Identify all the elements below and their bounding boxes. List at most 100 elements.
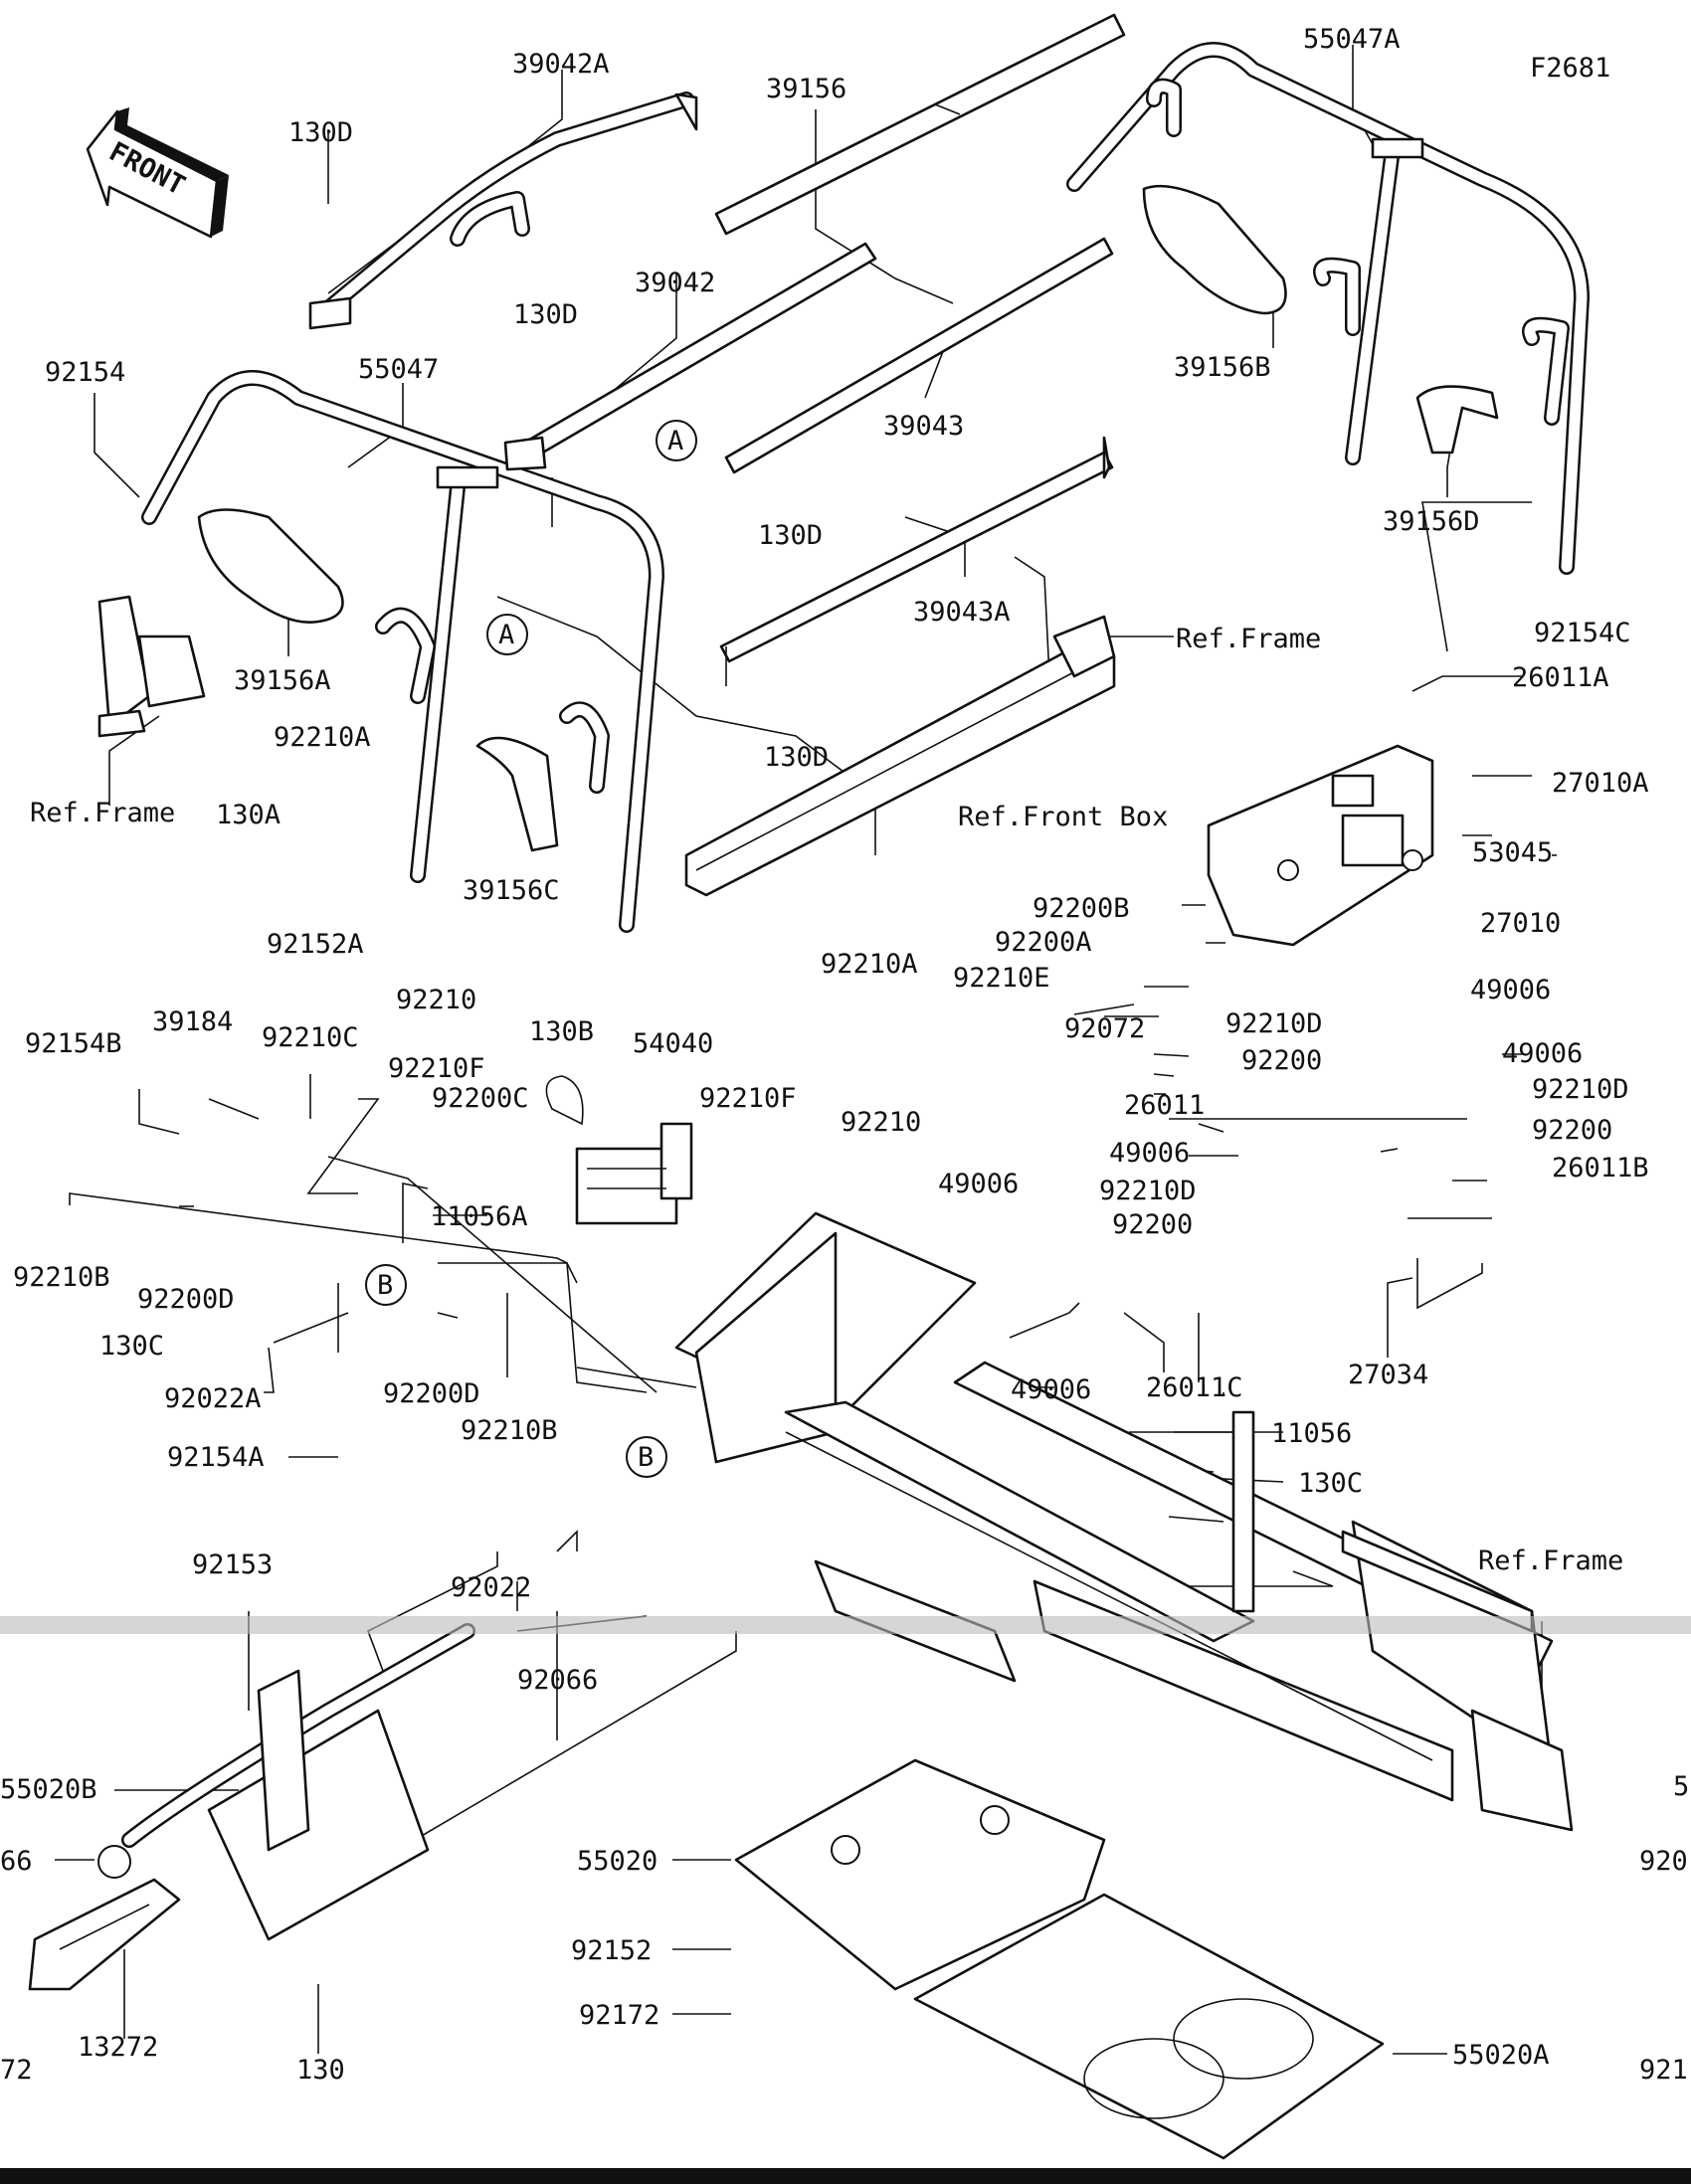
label-92066: 92066 [517,1665,598,1696]
label-27010A: 27010A [1552,768,1649,799]
label-92154B: 92154B [25,1028,122,1059]
label-92172: 92172 [579,2000,659,2031]
label-92153: 92153 [192,1549,273,1580]
label-ref-front-box: Ref.Front Box [958,802,1168,832]
label-92200: 92200 [1112,1209,1193,1240]
label-54040: 54040 [633,1028,713,1059]
label-92152A: 92152A [267,929,364,960]
label-49006: 49006 [1502,1038,1583,1069]
label-13272: 13272 [78,2032,158,2063]
label-92210D: 92210D [1225,1008,1323,1039]
figure-id: F2681 [1530,53,1610,84]
skid-plate-55020A [913,1893,1385,2160]
main-frame [674,1211,1574,1832]
roll-cage-top-39042A [308,91,698,330]
label-39156A: 39156A [234,665,331,696]
label-39156C: 39156C [463,875,560,906]
label-92152: 92152 [571,1935,652,1966]
svg-text:B: B [377,1270,393,1301]
label-39156: 39156 [766,74,846,104]
label-27010: 27010 [1480,908,1561,939]
label-92154: 92154 [45,357,125,388]
label-92210B: 92210B [13,1262,110,1293]
skid-plate-55020 [734,1758,1106,1991]
label-92200D: 92200D [137,1284,235,1315]
label-130D: 130D [288,117,353,148]
label-92154A: 92154A [167,1442,265,1473]
label-55047A: 55047A [1303,24,1401,55]
label-26011B: 26011B [1552,1153,1649,1183]
roll-cage-rear-55047A [1066,42,1590,575]
label-39043A: 39043A [913,597,1011,628]
front-arrow-icon: FRONT [86,107,229,239]
cross-bars [503,13,1126,686]
label-92210F: 92210F [699,1083,797,1114]
label-55047: 55047 [358,354,439,385]
label-ref-frame: Ref.Frame [1176,624,1321,654]
label-92072: 92072 [1064,1013,1145,1044]
label-49006: 49006 [1109,1138,1190,1169]
roll-cage-front-55047 [141,370,664,933]
label-92210A: 92210A [274,722,371,753]
label-92022: 92022 [451,1572,531,1603]
label-39156D: 39156D [1383,506,1480,537]
label-66: 66 [0,1846,33,1877]
label-92210E: 92210E [953,963,1050,994]
label-55020B: 55020B [0,1774,97,1805]
winch [545,1075,693,1225]
label-39042A: 39042A [512,49,610,80]
front-bumper [97,1623,475,1941]
label-92210F: 92210F [388,1053,485,1084]
label-92210D: 92210D [1099,1176,1197,1206]
label-92200: 92200 [1532,1115,1612,1146]
label-130B: 130B [529,1016,594,1047]
label-49006: 49006 [1470,975,1551,1005]
label-130C: 130C [1298,1468,1363,1499]
label-92022A: 92022A [164,1383,262,1414]
callout-markers: A A B B [365,420,697,1478]
label-130C: 130C [99,1331,164,1362]
label-92154C: 92154C [1534,618,1631,648]
label-92200B: 92200B [1033,893,1130,924]
label-55020: 55020 [577,1846,658,1877]
label-92210D: 92210D [1532,1074,1629,1105]
label-130D: 130D [764,742,829,773]
label-39184: 39184 [152,1006,233,1037]
svg-text:B: B [638,1442,654,1473]
label-ref-frame: Ref.Frame [1478,1546,1623,1576]
label-26011: 26011 [1124,1090,1205,1121]
label-5: 5 [1673,1771,1689,1802]
part-labels: F2681 39042A 39156 55047A 130D 39042 130… [0,24,1689,2086]
label-11056A: 11056A [431,1201,528,1232]
label-92200: 92200 [1241,1045,1322,1076]
label-27034: 27034 [1348,1360,1428,1390]
guard-13272 [28,1878,181,1991]
label-130D: 130D [758,520,823,551]
label-26011A: 26011A [1512,662,1609,693]
label-92200D: 92200D [383,1378,480,1409]
label-92210C: 92210C [262,1022,359,1053]
label-92210: 92210 [841,1107,921,1138]
label-39042: 39042 [635,268,715,298]
label-49006: 49006 [938,1169,1019,1199]
frame-rails-upper [97,595,1116,897]
label-92210: 92210 [396,985,476,1015]
label-92200C: 92200C [432,1083,529,1114]
label-53045: 53045 [1472,837,1553,868]
label-55020A: 55020A [1452,2040,1550,2071]
label-49006: 49006 [1011,1374,1091,1405]
label-ref-frame: Ref.Frame [30,798,175,828]
front-box [1207,744,1434,947]
label-92210A: 92210A [821,949,918,980]
svg-text:A: A [667,426,683,456]
label-921: 921 [1639,2055,1688,2086]
label-39043: 39043 [883,411,964,442]
label-920: 920 [1639,1846,1688,1877]
label-130D: 130D [513,299,578,330]
label-11056: 11056 [1271,1418,1352,1449]
label-130A: 130A [216,800,281,830]
label-92200A: 92200A [995,927,1092,958]
seat-pads [197,184,1499,852]
svg-text:A: A [498,620,514,650]
